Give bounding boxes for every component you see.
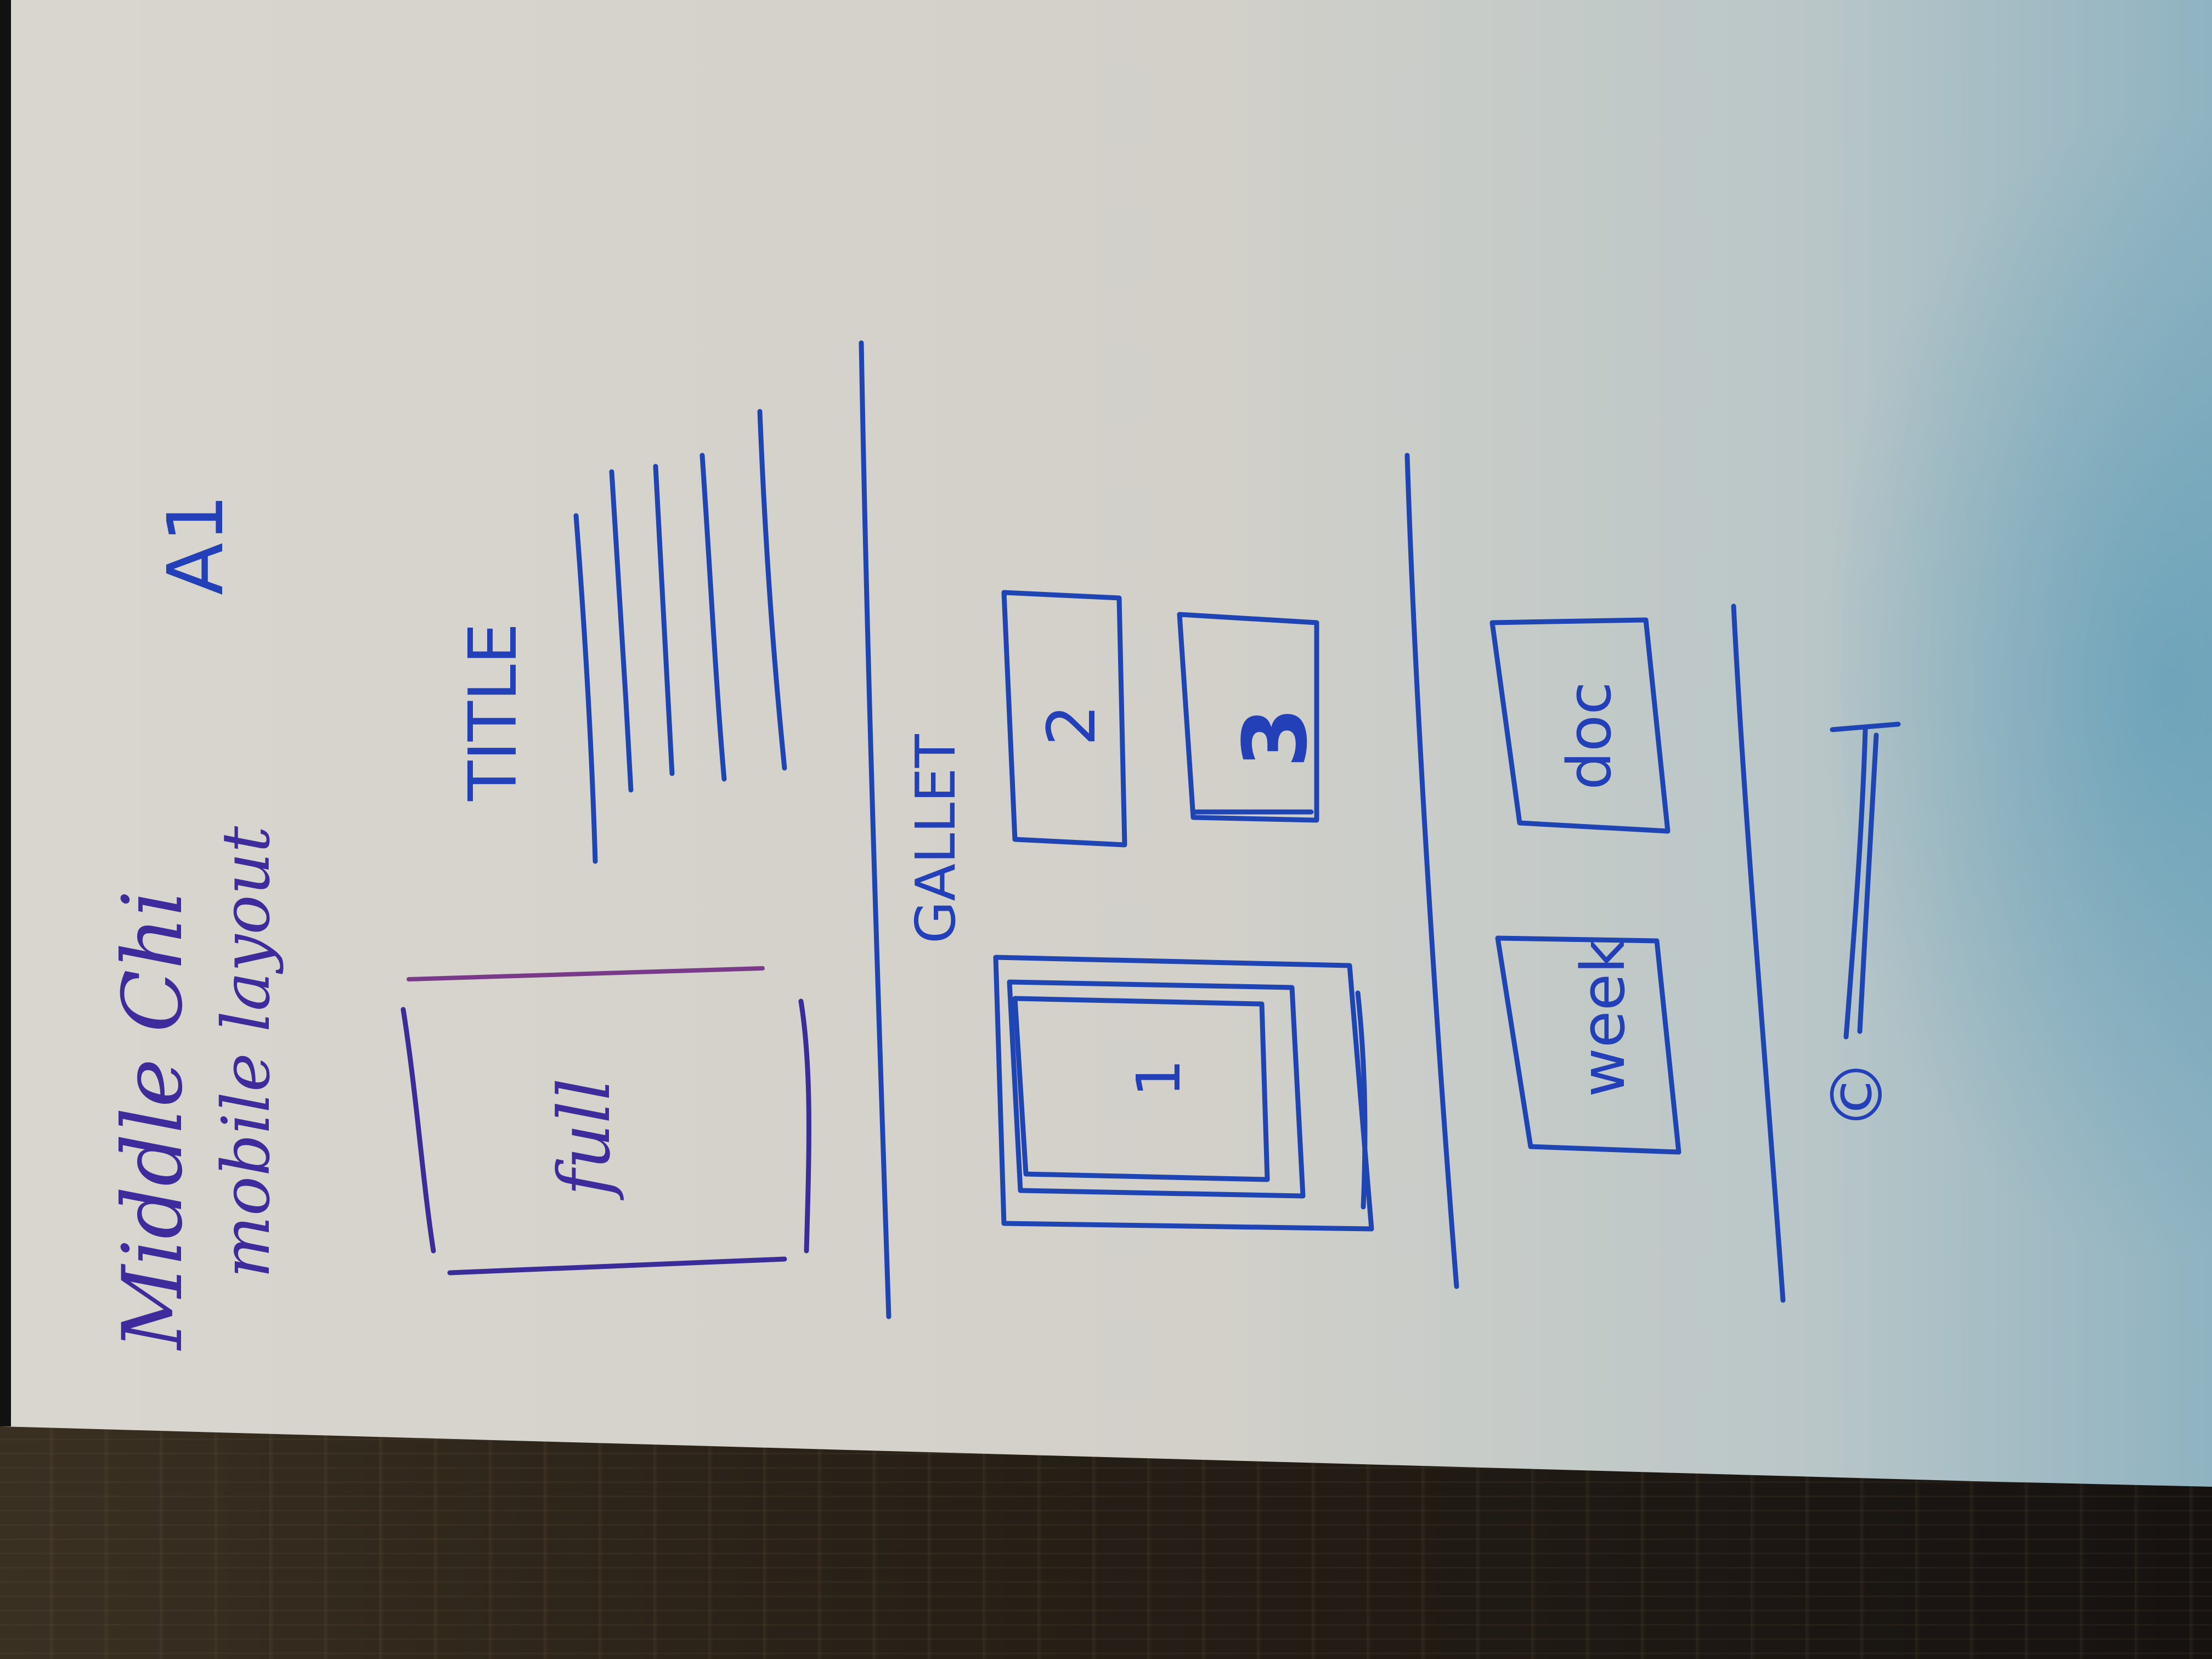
text-line xyxy=(757,409,787,771)
title-label: TITLE xyxy=(455,623,532,802)
text-line xyxy=(653,464,675,776)
gallery-section: GALLET 1 2 3 xyxy=(904,590,1374,1232)
text-line xyxy=(609,469,634,793)
gallery-label: GALLET xyxy=(904,733,968,944)
gallery-item-label: 1 xyxy=(1124,1059,1194,1097)
gallery-item-2[interactable]: 2 xyxy=(1001,590,1127,848)
gallery-item-3[interactable]: 3 xyxy=(1177,612,1327,823)
text-line xyxy=(699,453,727,782)
sketch-header: Middle Chi mobile layout A1 xyxy=(105,494,285,1351)
footer-text-line xyxy=(1857,732,1879,1034)
header-subtitle: mobile layout xyxy=(208,826,285,1278)
paper-sheet xyxy=(0,0,2212,1487)
nav-doc-label: doc xyxy=(1554,681,1624,790)
section-divider xyxy=(1404,453,1459,1289)
nav-week-label: week xyxy=(1568,939,1638,1097)
paper-edge-shadow xyxy=(0,0,11,1426)
nav-button-week[interactable]: week xyxy=(1495,935,1681,1155)
gallery-item-label: 3 xyxy=(1224,707,1327,768)
footer-text-line xyxy=(1830,721,1901,732)
nav-button-doc[interactable]: doc xyxy=(1489,617,1671,834)
page-label: A1 xyxy=(151,494,241,595)
bottom-nav: week doc xyxy=(1489,617,1681,1155)
copyright-symbol: © xyxy=(1815,1059,1899,1130)
footer-text-line xyxy=(1843,727,1868,1040)
hero-label: full xyxy=(543,1078,626,1200)
footer: © xyxy=(1815,721,1901,1130)
text-line xyxy=(573,513,598,864)
section-divider xyxy=(1731,603,1786,1303)
title-block: TITLE xyxy=(455,409,787,864)
header-title: Middle Chi xyxy=(105,890,201,1351)
hero-image-box: full xyxy=(400,966,811,1276)
gallery-item-1[interactable]: 1 xyxy=(993,955,1374,1232)
section-divider xyxy=(859,340,891,1319)
gallery-item-label: 2 xyxy=(1034,704,1110,746)
